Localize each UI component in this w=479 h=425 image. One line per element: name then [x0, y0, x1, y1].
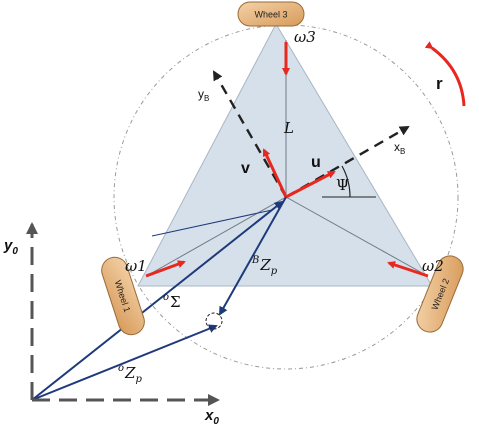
wheel3-label: Wheel 3: [254, 10, 287, 20]
yb-axis: [212, 70, 288, 198]
rotation-arrow: [424, 41, 466, 107]
psi-arc: [341, 165, 351, 198]
wheel-1: Wheel 1: [101, 256, 145, 336]
guide-line: [151, 209, 273, 237]
wheel-2: Wheel 2: [416, 255, 464, 333]
xb-label: xB: [394, 140, 405, 156]
robot-position-vector: [31, 200, 284, 401]
omega2-arrow: [387, 261, 429, 278]
bzp-label: BZp: [251, 255, 278, 277]
center-to-wheel1-line: [149, 196, 287, 275]
length-label: L: [283, 119, 294, 137]
robot-body-triangle: [137, 22, 433, 287]
v-arrow: [262, 148, 288, 198]
center-to-wheel2-line: [285, 196, 425, 275]
omega3-label: ω3: [294, 28, 316, 46]
v-label: v: [241, 160, 250, 177]
ozp-vector: [31, 324, 218, 401]
u-label: u: [311, 154, 321, 171]
omega1-label: ω1: [125, 257, 147, 275]
ozp-label: oZp: [118, 363, 142, 385]
psi-label: Ψ: [336, 176, 349, 194]
y0-label: y0: [3, 237, 18, 257]
omega2-label: ω2: [422, 257, 444, 275]
rotation-label: r: [436, 74, 443, 93]
omega1-arrow: [145, 260, 186, 278]
point-p-marker: [205, 312, 223, 330]
x0-label: x0: [204, 407, 219, 425]
osigma-label: oΣ: [163, 292, 181, 311]
yb-label: yB: [198, 87, 209, 103]
u-arrow: [285, 170, 336, 199]
wheel-3: Wheel 3: [237, 1, 305, 27]
bzp-vector: [219, 196, 287, 316]
